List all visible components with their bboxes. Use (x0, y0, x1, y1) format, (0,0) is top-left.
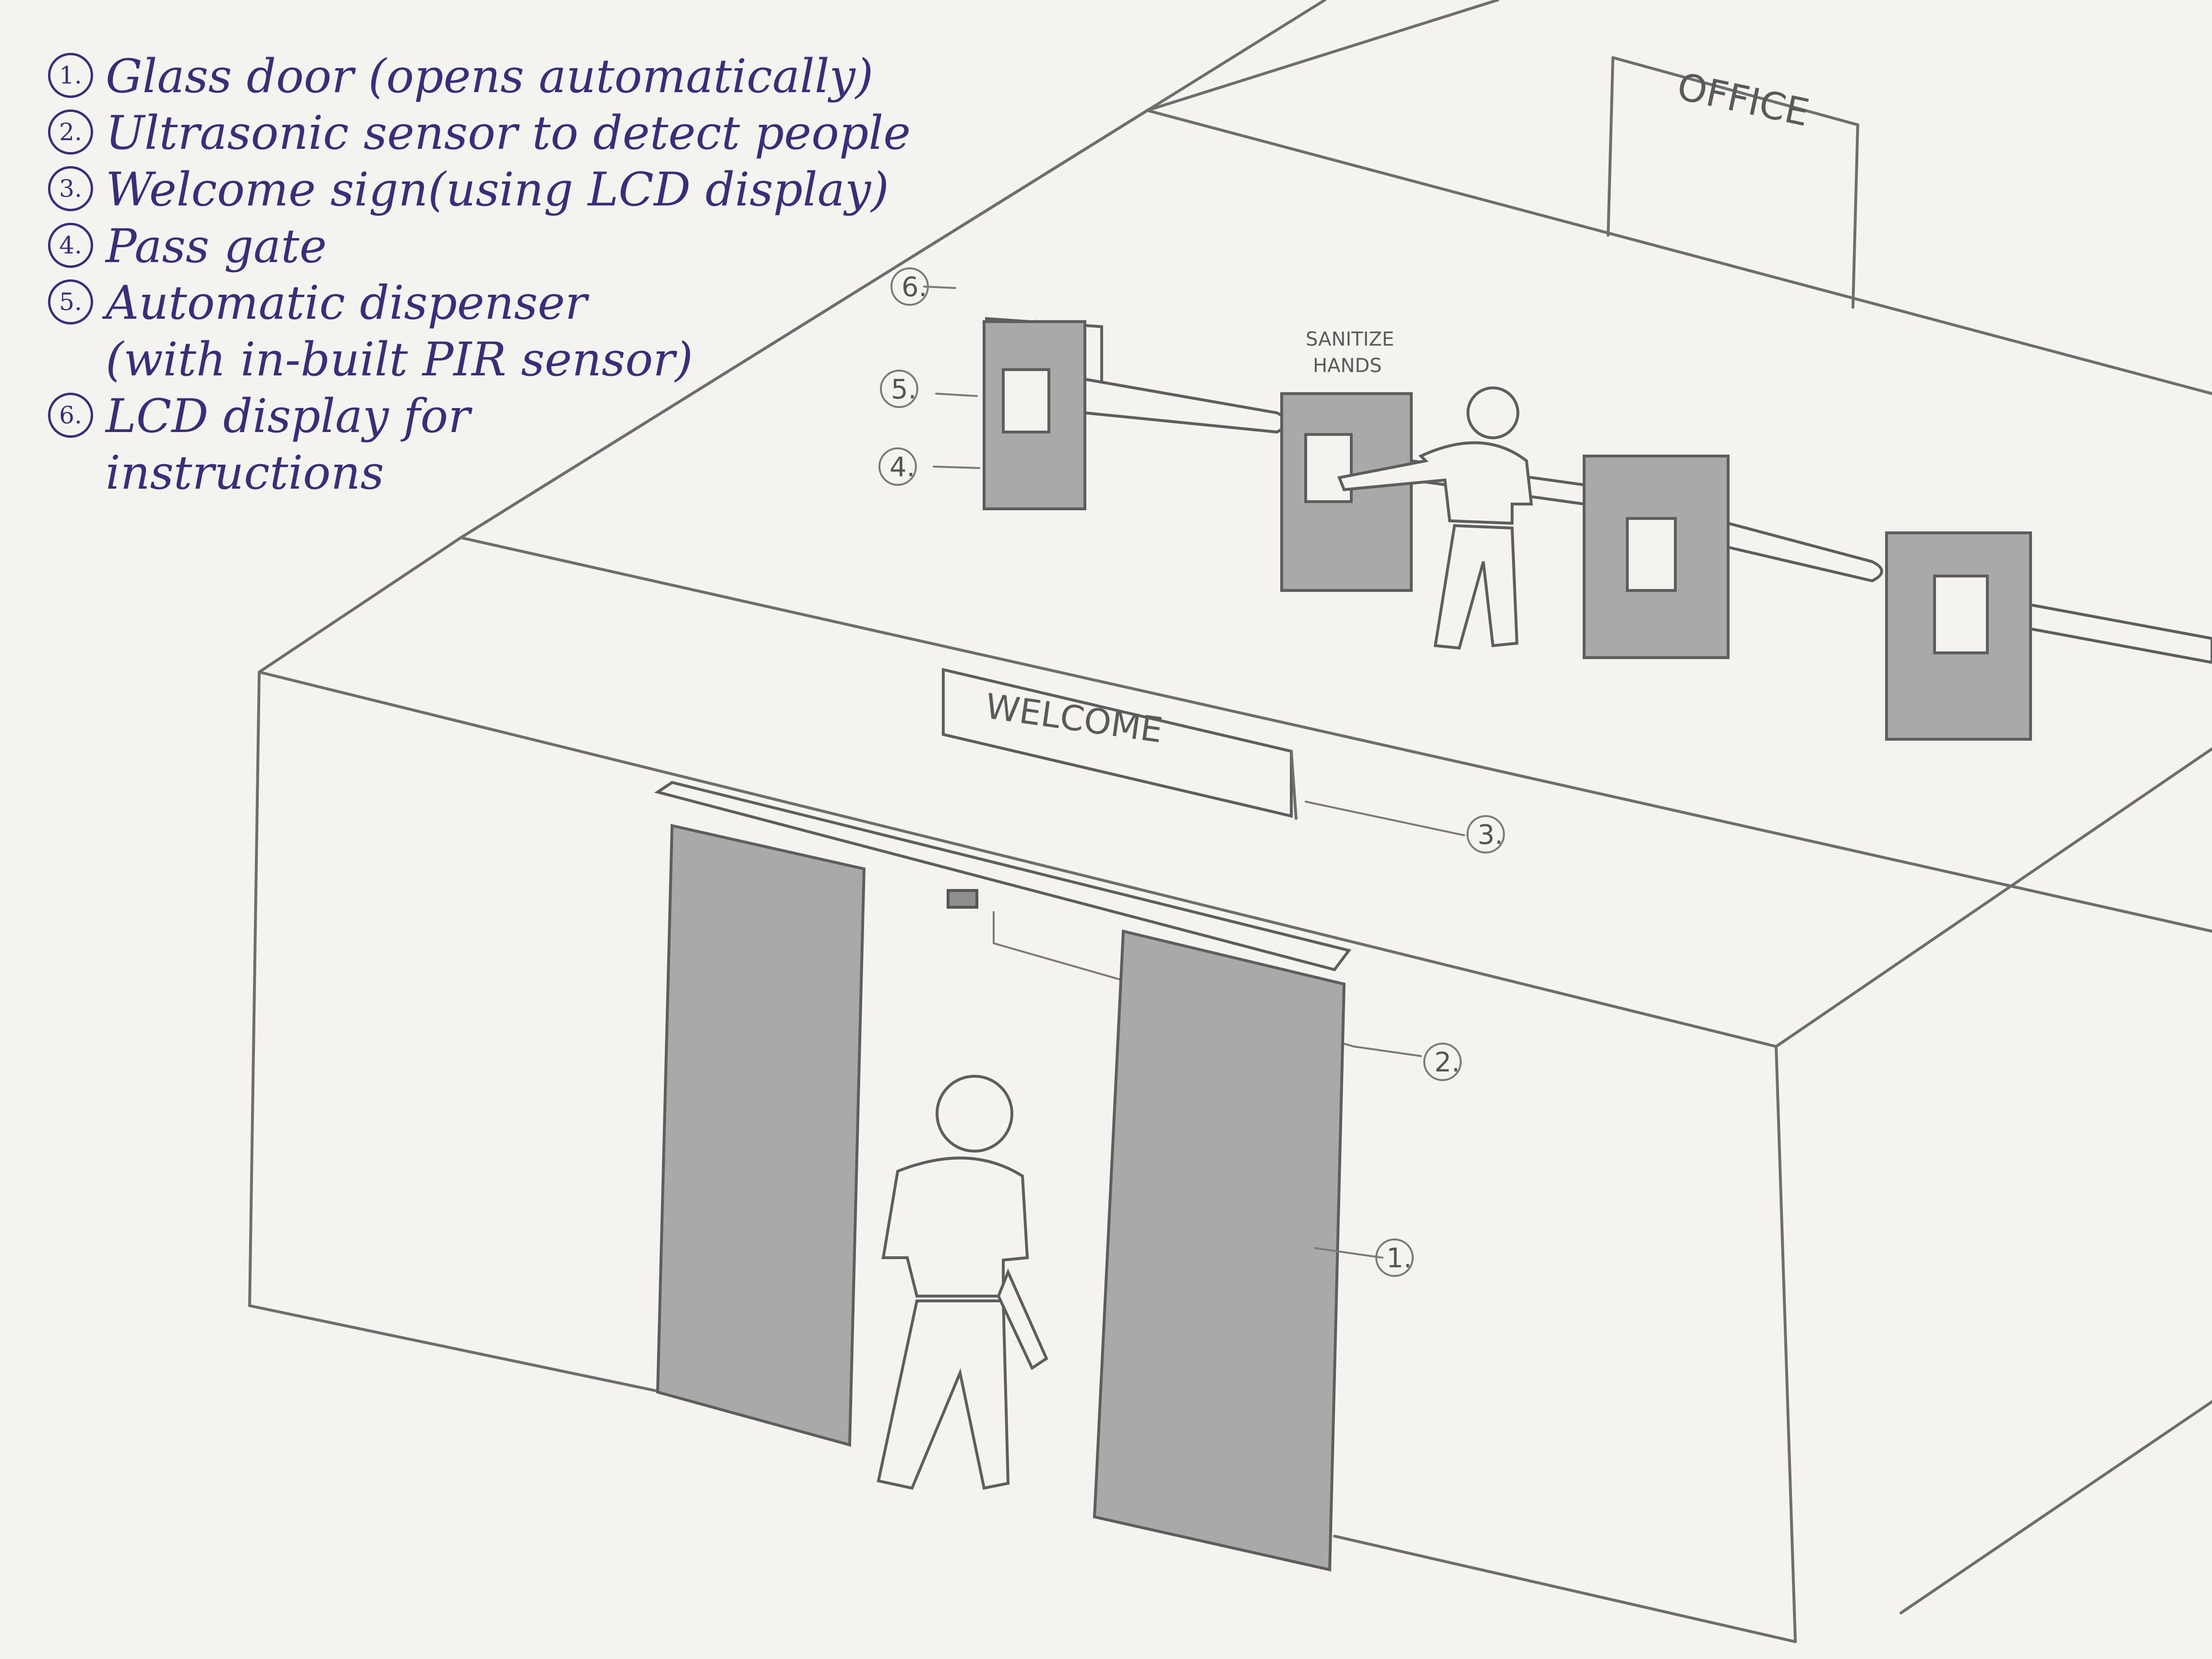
legend-text: Automatic dispenser (with in-built PIR s… (106, 276, 693, 386)
gate-1 (983, 317, 1288, 510)
gate-4 (1885, 531, 2212, 741)
legend-number: 1. (48, 53, 93, 98)
callout-arrows (923, 286, 1465, 1259)
callout-5-label: 5. (891, 374, 916, 405)
legend-item-2: 2. Ultrasonic sensor to detect people (19, 105, 911, 161)
callout-4-label: 4. (890, 452, 915, 483)
callout-1-label: 1. (1386, 1243, 1412, 1274)
legend-number: 2. (48, 109, 93, 155)
callout-2: 2. (1423, 1043, 1462, 1081)
legend-text: LCD display for instructions (106, 389, 470, 500)
legend-item-1: 1. Glass door (opens automatically) (19, 48, 873, 105)
glass-door-right (1093, 929, 1346, 1572)
callout-1: 1. (1375, 1238, 1414, 1277)
glass-door-left (656, 824, 866, 1447)
office-label: OFFICE (1673, 65, 1813, 135)
building-outline (248, 0, 2212, 1643)
callout-3: 3. (1467, 815, 1505, 854)
legend-number: 6. (48, 393, 93, 438)
person-walking (877, 1075, 1048, 1490)
legend-number: 4. (48, 223, 93, 268)
legend-text: Pass gate (106, 219, 327, 273)
callout-4: 4. (878, 447, 917, 486)
legend-item-3: 3. Welcome sign(using LCD display) (19, 161, 889, 218)
sanitize-label-2: HANDS (1313, 355, 1382, 377)
welcome-sign: WELCOME (942, 668, 1298, 820)
office-room: OFFICE (1607, 56, 1859, 309)
person-at-dispenser (1337, 386, 1533, 650)
legend-item-5: 5. Automatic dispenser (with in-built PI… (19, 275, 854, 388)
legend: 1. Glass door (opens automatically) 2. U… (19, 48, 911, 501)
callout-2-label: 2. (1434, 1047, 1460, 1078)
legend-item-6: 6. LCD display for instructions (19, 388, 854, 501)
callout-6-label: 6. (902, 272, 927, 303)
sanitize-label-1: SANITIZE (1306, 328, 1394, 350)
gate-3 (1583, 455, 1883, 659)
legend-number: 5. (48, 279, 93, 325)
callout-5: 5. (880, 370, 918, 408)
legend-text: Welcome sign(using LCD display) (106, 163, 889, 216)
callout-6: 6. (890, 267, 929, 306)
callout-3-label: 3. (1478, 819, 1503, 851)
legend-text: Glass door (opens automatically) (106, 49, 874, 103)
legend-text: Ultrasonic sensor to detect people (106, 106, 911, 160)
legend-number: 3. (48, 166, 93, 211)
legend-item-4: 4. Pass gate (19, 218, 854, 275)
